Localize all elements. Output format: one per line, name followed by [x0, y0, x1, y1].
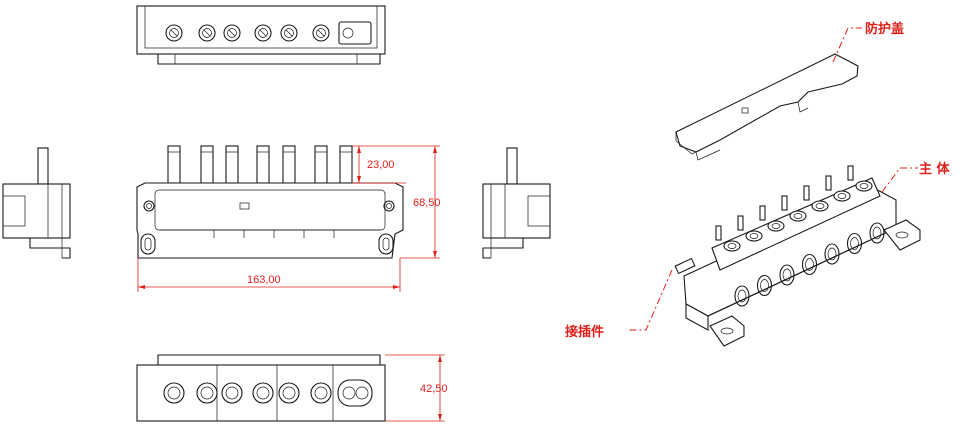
front-pin-6 — [339, 145, 353, 184]
iso-front-hole-inner-6 — [872, 226, 882, 240]
top-screw-slot-0 — [170, 29, 178, 37]
iso-top-socket-5 — [833, 190, 851, 202]
height-dimension-label: 68,50 — [413, 197, 441, 209]
iso-top-socket-0 — [723, 240, 741, 252]
iso-top-socket-6 — [855, 180, 873, 192]
bottom-hole-4 — [278, 382, 300, 404]
top-screw-inner-3 — [258, 28, 268, 38]
iso-top-socket-inner-5 — [837, 193, 847, 199]
bottom-hole-inner-1 — [200, 386, 214, 400]
iso-front-hole-0 — [734, 285, 750, 307]
dimension-depth: 42,50 — [385, 354, 448, 422]
iso-pin-4 — [803, 185, 810, 201]
iso-protective-cover — [675, 53, 859, 161]
top-screw-0 — [165, 24, 183, 42]
iso-pin-0 — [715, 225, 722, 241]
iso-front-hole-inner-0 — [737, 289, 747, 303]
bottom-hole-inner-0 — [167, 386, 181, 400]
iso-top-socket-inner-6 — [859, 183, 869, 189]
iso-pin-5 — [825, 175, 832, 191]
front-pin-2 — [225, 145, 239, 184]
callout-connector: 接插件 — [565, 269, 673, 340]
top-screw-1 — [198, 24, 216, 42]
iso-front-hole-4 — [824, 243, 840, 265]
callout-cover: 防护盖 — [832, 21, 904, 63]
iso-pin-1 — [737, 215, 744, 231]
top-view — [136, 5, 386, 65]
top-screw-slot-5 — [317, 29, 325, 37]
bottom-hole-inner-5 — [314, 386, 328, 400]
width-dimension-label: 163,00 — [247, 274, 281, 286]
iso-front-hole-inner-3 — [805, 258, 814, 271]
bottom-hole-3 — [252, 382, 274, 404]
iso-pin-3 — [781, 195, 788, 211]
bottom-hole-inner-3 — [256, 386, 270, 400]
iso-front-hole-inner-1 — [760, 279, 769, 292]
iso-top-socket-1 — [745, 230, 763, 242]
bottom-hole-5 — [310, 382, 332, 404]
top-screw-slot-3 — [259, 29, 267, 37]
iso-front-hole-inner-4 — [827, 247, 837, 261]
dimension-height: 68,50 — [352, 145, 441, 259]
connector-label: 接插件 — [565, 324, 604, 340]
top-screw-5 — [312, 24, 330, 42]
top-screw-extra — [342, 27, 354, 39]
iso-front-hole-inner-5 — [850, 237, 859, 250]
iso-pin-6 — [847, 165, 854, 181]
top-screw-4 — [280, 24, 298, 42]
iso-top-socket-inner-0 — [727, 243, 737, 249]
body-label: 主 体 — [919, 161, 951, 177]
bottom-hole-1 — [196, 382, 218, 404]
iso-front-hole-6 — [869, 222, 885, 244]
top-screw-inner-0 — [169, 28, 179, 38]
iso-front-hole-5 — [846, 232, 863, 255]
dimension-width: 163,00 — [137, 258, 401, 292]
iso-top-socket-2 — [767, 220, 785, 232]
left-side-view — [2, 147, 71, 259]
front-pin-1 — [200, 145, 214, 184]
depth-dimension-label: 42,50 — [420, 383, 448, 395]
front-pin-4 — [282, 145, 296, 184]
front-view — [136, 145, 404, 259]
bottom-hole-2 — [221, 382, 243, 404]
cover-label: 防护盖 — [865, 21, 904, 37]
iso-front-hole-inner-2 — [782, 268, 792, 282]
iso-top-socket-3 — [789, 210, 807, 222]
right-side-view — [482, 147, 551, 259]
bottom-view — [136, 354, 386, 422]
iso-front-hole-1 — [756, 274, 773, 297]
iso-main-body — [674, 165, 921, 347]
iso-top-socket-4 — [811, 200, 829, 212]
top-screw-3 — [254, 24, 272, 42]
bottom-hole-0 — [163, 382, 185, 404]
iso-top-socket-inner-3 — [793, 213, 803, 219]
iso-top-socket-inner-1 — [749, 233, 759, 239]
iso-top-socket-inner-4 — [815, 203, 825, 209]
bottom-hole-inner-4 — [282, 386, 296, 400]
pin-height-dimension-label: 23,00 — [367, 159, 395, 171]
dimension-pin-height: 23,00 — [352, 146, 406, 184]
iso-pin-2 — [759, 205, 766, 221]
top-screw-2 — [223, 24, 241, 42]
iso-top-socket-inner-2 — [771, 223, 781, 229]
top-screw-slot-2 — [228, 29, 236, 37]
iso-front-hole-3 — [801, 253, 818, 276]
callout-body: 主 体 — [881, 161, 951, 193]
front-pin-0 — [167, 145, 181, 184]
iso-front-hole-2 — [779, 264, 795, 286]
front-pin-3 — [256, 145, 270, 184]
front-pin-5 — [314, 145, 328, 184]
top-screw-inner-2 — [227, 28, 237, 38]
bottom-hole-inner-2 — [225, 386, 239, 400]
top-screw-inner-5 — [316, 28, 326, 38]
top-screw-inner-1 — [202, 28, 212, 38]
top-screw-slot-1 — [203, 29, 211, 37]
top-screw-inner-4 — [284, 28, 294, 38]
top-screw-slot-4 — [285, 29, 293, 37]
